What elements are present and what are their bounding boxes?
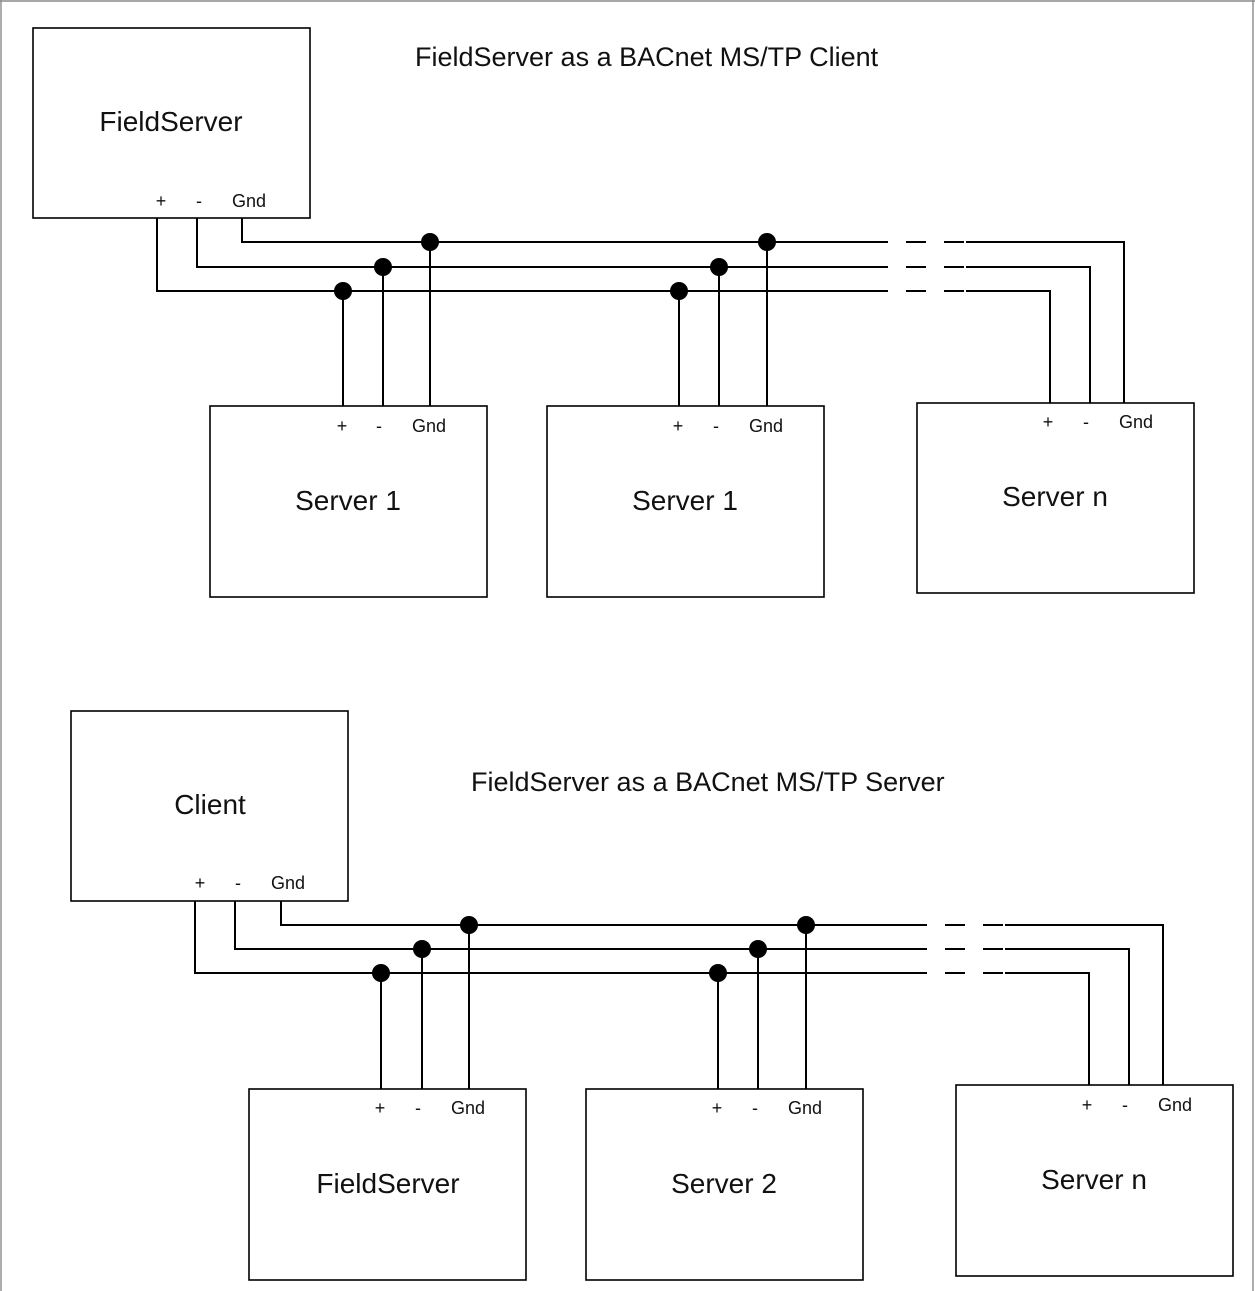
bottom-master-label: Client bbox=[174, 789, 246, 820]
top-node3-plus-terminal: + bbox=[1043, 412, 1054, 432]
bottom-node1-label: FieldServer bbox=[316, 1168, 459, 1199]
bottom-title: FieldServer as a BACnet MS/TP Server bbox=[471, 767, 945, 797]
top-gnd-bus bbox=[241, 218, 868, 243]
top-node1-box bbox=[209, 405, 488, 598]
top-plus-bus bbox=[156, 218, 868, 292]
top-title: FieldServer as a BACnet MS/TP Client bbox=[415, 42, 879, 72]
top-node2-plus-junction bbox=[670, 282, 688, 300]
top-node3-minus-terminal: - bbox=[1083, 412, 1089, 432]
top-node1-gnd-terminal: Gnd bbox=[412, 416, 446, 436]
bottom-node3-box bbox=[955, 1084, 1234, 1277]
top-diagram: FieldServer as a BACnet MS/TP Client Fie… bbox=[32, 27, 1195, 598]
bottom-master-plus-terminal: + bbox=[195, 873, 206, 893]
bottom-node2-label: Server 2 bbox=[671, 1168, 777, 1199]
bottom-node1-minus-junction bbox=[413, 940, 431, 958]
bottom-plus-bus bbox=[194, 901, 907, 974]
bottom-node2-gnd-terminal: Gnd bbox=[788, 1098, 822, 1118]
top-node1-plus-terminal: + bbox=[337, 416, 348, 436]
bottom-node3-gnd-terminal: Gnd bbox=[1158, 1095, 1192, 1115]
bottom-node1-gnd-junction bbox=[460, 916, 478, 934]
bottom-node1-plus-terminal: + bbox=[375, 1098, 386, 1118]
bottom-node2-minus-terminal: - bbox=[752, 1098, 758, 1118]
top-master-label: FieldServer bbox=[99, 106, 242, 137]
bottom-master-minus-terminal: - bbox=[235, 873, 241, 893]
top-node1-minus-terminal: - bbox=[376, 416, 382, 436]
top-gnd-end bbox=[966, 241, 1125, 403]
top-node2-plus-terminal: + bbox=[673, 416, 684, 436]
bottom-diagram: FieldServer as a BACnet MS/TP Server Cli… bbox=[70, 710, 1234, 1281]
top-node3-gnd-terminal: Gnd bbox=[1119, 412, 1153, 432]
bottom-node1-gnd-terminal: Gnd bbox=[451, 1098, 485, 1118]
bottom-node1-minus-terminal: - bbox=[415, 1098, 421, 1118]
bottom-gnd-bus bbox=[280, 901, 907, 926]
top-node2-gnd-terminal: Gnd bbox=[749, 416, 783, 436]
top-node3-label: Server n bbox=[1002, 481, 1108, 512]
bottom-master-gnd-terminal: Gnd bbox=[271, 873, 305, 893]
bottom-node3-label: Server n bbox=[1041, 1164, 1147, 1195]
top-plus-end bbox=[966, 290, 1051, 403]
top-master-plus-terminal: + bbox=[156, 191, 167, 211]
top-node1-label: Server 1 bbox=[295, 485, 401, 516]
bottom-node2-gnd-junction bbox=[797, 916, 815, 934]
bottom-node1-box bbox=[248, 1088, 527, 1281]
top-node2-box bbox=[546, 405, 825, 598]
top-node2-label: Server 1 bbox=[632, 485, 738, 516]
bottom-node3-minus-terminal: - bbox=[1122, 1095, 1128, 1115]
bottom-minus-bus bbox=[234, 901, 907, 950]
top-master-gnd-terminal: Gnd bbox=[232, 191, 266, 211]
top-master-minus-terminal: - bbox=[196, 191, 202, 211]
bottom-gnd-end bbox=[1005, 924, 1164, 1085]
top-node1-minus-junction bbox=[374, 258, 392, 276]
top-node2-gnd-junction bbox=[758, 233, 776, 251]
top-minus-bus bbox=[196, 218, 868, 268]
top-node3-box bbox=[916, 402, 1195, 594]
top-node1-plus-junction bbox=[334, 282, 352, 300]
bottom-plus-end bbox=[1005, 972, 1090, 1085]
top-node1-gnd-junction bbox=[421, 233, 439, 251]
bottom-node2-box bbox=[585, 1088, 864, 1281]
top-node2-minus-junction bbox=[710, 258, 728, 276]
top-minus-end bbox=[966, 266, 1091, 403]
top-master-box bbox=[32, 27, 311, 219]
bottom-node2-minus-junction bbox=[749, 940, 767, 958]
top-node2-minus-terminal: - bbox=[713, 416, 719, 436]
bottom-master-box bbox=[70, 710, 349, 902]
bottom-node2-plus-terminal: + bbox=[712, 1098, 723, 1118]
bottom-node1-plus-junction bbox=[372, 964, 390, 982]
bottom-node3-plus-terminal: + bbox=[1082, 1095, 1093, 1115]
bottom-minus-end bbox=[1005, 948, 1130, 1085]
bottom-node2-plus-junction bbox=[709, 964, 727, 982]
